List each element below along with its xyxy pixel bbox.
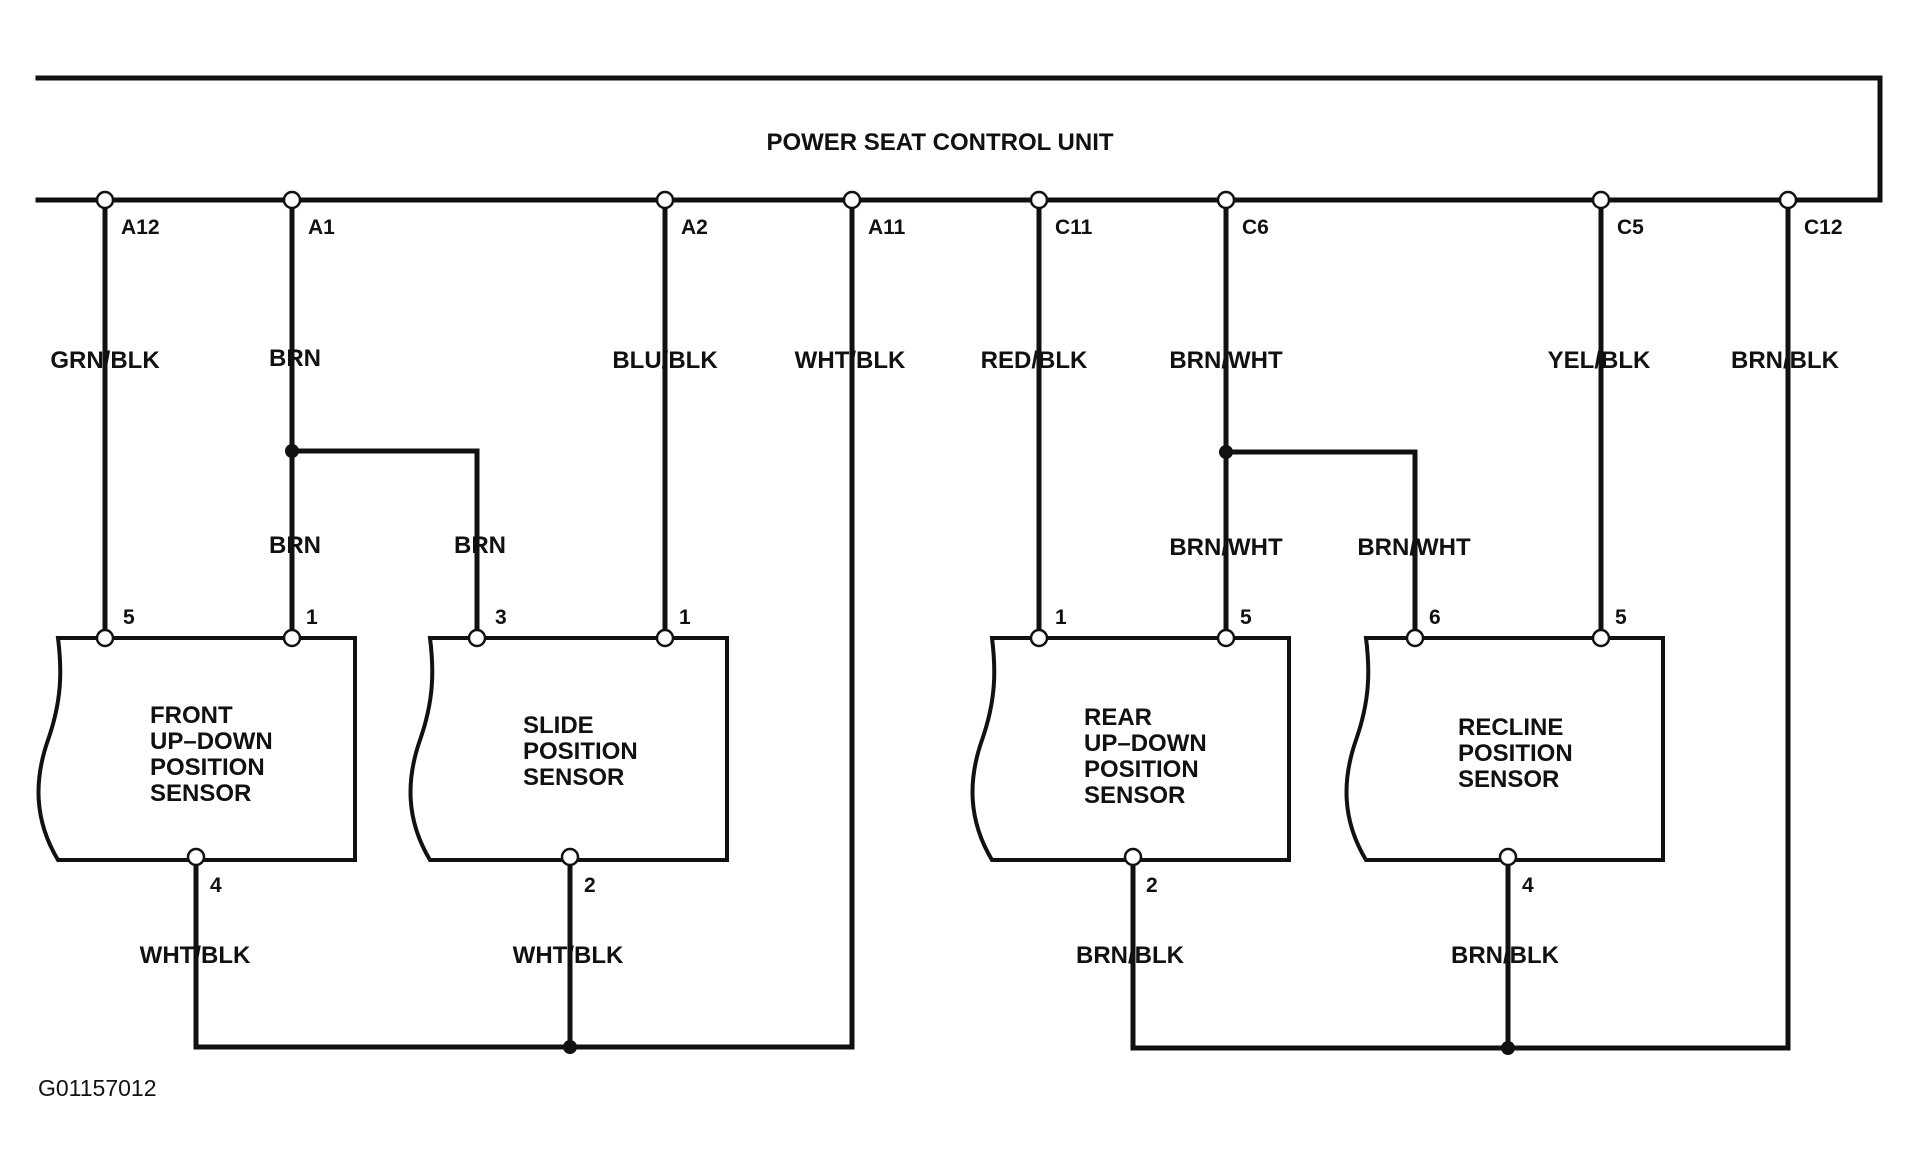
terminal-slide-pin-2	[560, 847, 580, 867]
connector-label-a2: A2	[681, 216, 708, 239]
connector-label-c5: C5	[1617, 216, 1644, 239]
wire-color-c6: BRN/WHT	[1169, 347, 1283, 374]
splice-front-slide-ground	[563, 1040, 577, 1054]
wire-c12	[1130, 197, 1791, 1051]
wire-color-rear-ground: BRN/BLK	[1076, 942, 1185, 969]
wire-color-a12: GRN/BLK	[50, 347, 160, 374]
terminal-a1	[282, 190, 302, 210]
terminal-c11	[1029, 190, 1049, 210]
terminal-a2	[655, 190, 675, 210]
terminal-front-pin-4	[186, 847, 206, 867]
pin-label-slide-2: 2	[584, 874, 596, 897]
wire-color-recline-ground: BRN/BLK	[1451, 942, 1560, 969]
wire-color-a1-branch-left: BRN	[269, 532, 321, 559]
terminal-c6	[1216, 190, 1236, 210]
connector-label-c11: C11	[1055, 216, 1093, 239]
wire-color-c6-branch-left: BRN/WHT	[1169, 534, 1283, 561]
sensor-name-front-up-down: FRONT UP–DOWN POSITION SENSOR	[150, 702, 279, 807]
connector-label-c12: C12	[1804, 216, 1843, 239]
terminal-rear-pin-2	[1123, 847, 1143, 867]
wire-c6-branch	[1223, 449, 1418, 641]
connector-label-a12: A12	[121, 216, 160, 239]
sensor-name-recline: RECLINE POSITION SENSOR	[1458, 714, 1579, 793]
pin-label-recline-4: 4	[1522, 874, 1534, 897]
pin-label-front-5: 5	[123, 606, 135, 629]
pin-label-rear-1: 1	[1055, 606, 1067, 629]
pin-label-front-1: 1	[306, 606, 318, 629]
terminal-front-pin-5	[95, 628, 115, 648]
wire-color-a1-branch-right: BRN	[454, 532, 506, 559]
connector-label-a1: A1	[308, 216, 335, 239]
wire-color-slide-ground: WHT/BLK	[513, 942, 624, 969]
connector-label-a11: A11	[868, 216, 906, 239]
pin-label-rear-5: 5	[1240, 606, 1252, 629]
pin-label-recline-5: 5	[1615, 606, 1627, 629]
wire-color-a1: BRN	[269, 345, 321, 372]
splice-rear-recline-ground	[1501, 1041, 1515, 1055]
wire-a1-branch	[289, 448, 480, 641]
terminal-c12	[1778, 190, 1798, 210]
terminal-front-pin-1	[282, 628, 302, 648]
wire-color-c5: YEL/BLK	[1548, 347, 1651, 374]
terminal-rear-pin-5	[1216, 628, 1236, 648]
terminal-a12	[95, 190, 115, 210]
splice-c6	[1219, 445, 1233, 459]
terminal-recline-pin-5	[1591, 628, 1611, 648]
control-unit-outline	[35, 75, 1883, 203]
wire-color-front-ground: WHT/BLK	[140, 942, 251, 969]
figure-code: G01157012	[38, 1075, 157, 1101]
wire-color-c11: RED/BLK	[981, 347, 1088, 374]
wire-color-c6-branch-right: BRN/WHT	[1357, 534, 1471, 561]
pin-label-slide-3: 3	[495, 606, 507, 629]
splice-a1	[285, 444, 299, 458]
terminal-slide-pin-3	[467, 628, 487, 648]
terminal-recline-pin-4	[1498, 847, 1518, 867]
sensor-name-slide: SLIDE POSITION SENSOR	[523, 712, 644, 791]
pin-label-rear-2: 2	[1146, 874, 1158, 897]
pin-label-slide-1: 1	[679, 606, 691, 629]
sensor-box-front-up-down	[36, 636, 357, 862]
pin-label-front-4: 4	[210, 874, 222, 897]
sensor-box-slide	[408, 636, 729, 862]
pin-label-recline-6: 6	[1429, 606, 1441, 629]
wire-a11	[193, 197, 855, 1050]
terminal-slide-pin-1	[655, 628, 675, 648]
terminal-c5	[1591, 190, 1611, 210]
terminal-rear-pin-1	[1029, 628, 1049, 648]
control-unit-title: POWER SEAT CONTROL UNIT	[766, 129, 1113, 156]
sensor-name-rear-up-down: REAR UP–DOWN POSITION SENSOR	[1084, 704, 1213, 809]
terminal-recline-pin-6	[1405, 628, 1425, 648]
sensor-box-rear-up-down	[970, 636, 1291, 862]
sensor-box-recline	[1344, 636, 1665, 862]
connector-label-c6: C6	[1242, 216, 1269, 239]
wire-color-a2: BLU/BLK	[612, 347, 718, 374]
wire-color-c12: BRN/BLK	[1731, 347, 1840, 374]
terminal-a11	[842, 190, 862, 210]
wire-color-a11: WHT/BLK	[795, 347, 906, 374]
